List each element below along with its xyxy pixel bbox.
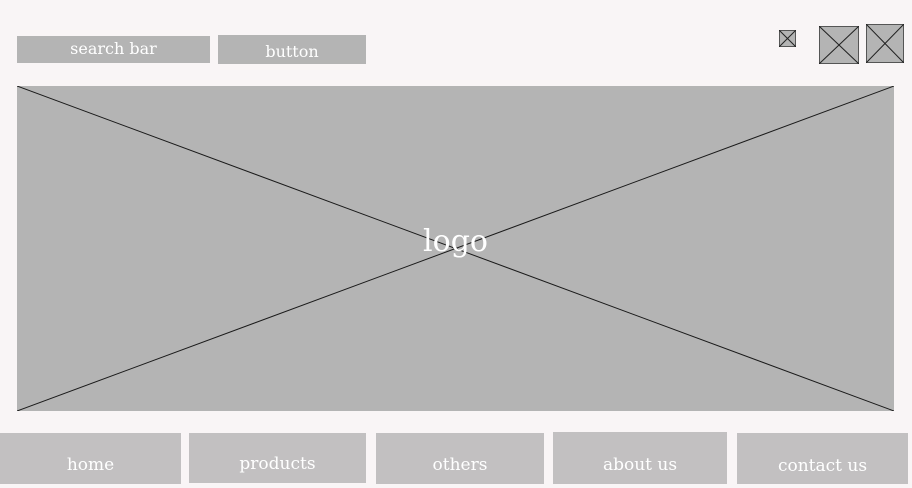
top-button[interactable]: button — [218, 35, 366, 64]
placeholder-image-icon[interactable] — [866, 24, 904, 63]
nav-others[interactable]: others — [376, 433, 544, 484]
logo-placeholder: logo — [17, 86, 894, 411]
nav-products[interactable]: products — [189, 433, 366, 483]
image-placeholder-icon — [17, 86, 894, 411]
placeholder-image-icon[interactable] — [819, 26, 859, 64]
placeholder-image-icon[interactable] — [779, 30, 796, 47]
nav-contact-us[interactable]: contact us — [737, 433, 908, 484]
nav-home[interactable]: home — [0, 433, 181, 484]
logo-label: logo — [423, 224, 488, 259]
search-bar[interactable]: search bar — [17, 36, 210, 63]
nav-about-us[interactable]: about us — [553, 432, 727, 484]
